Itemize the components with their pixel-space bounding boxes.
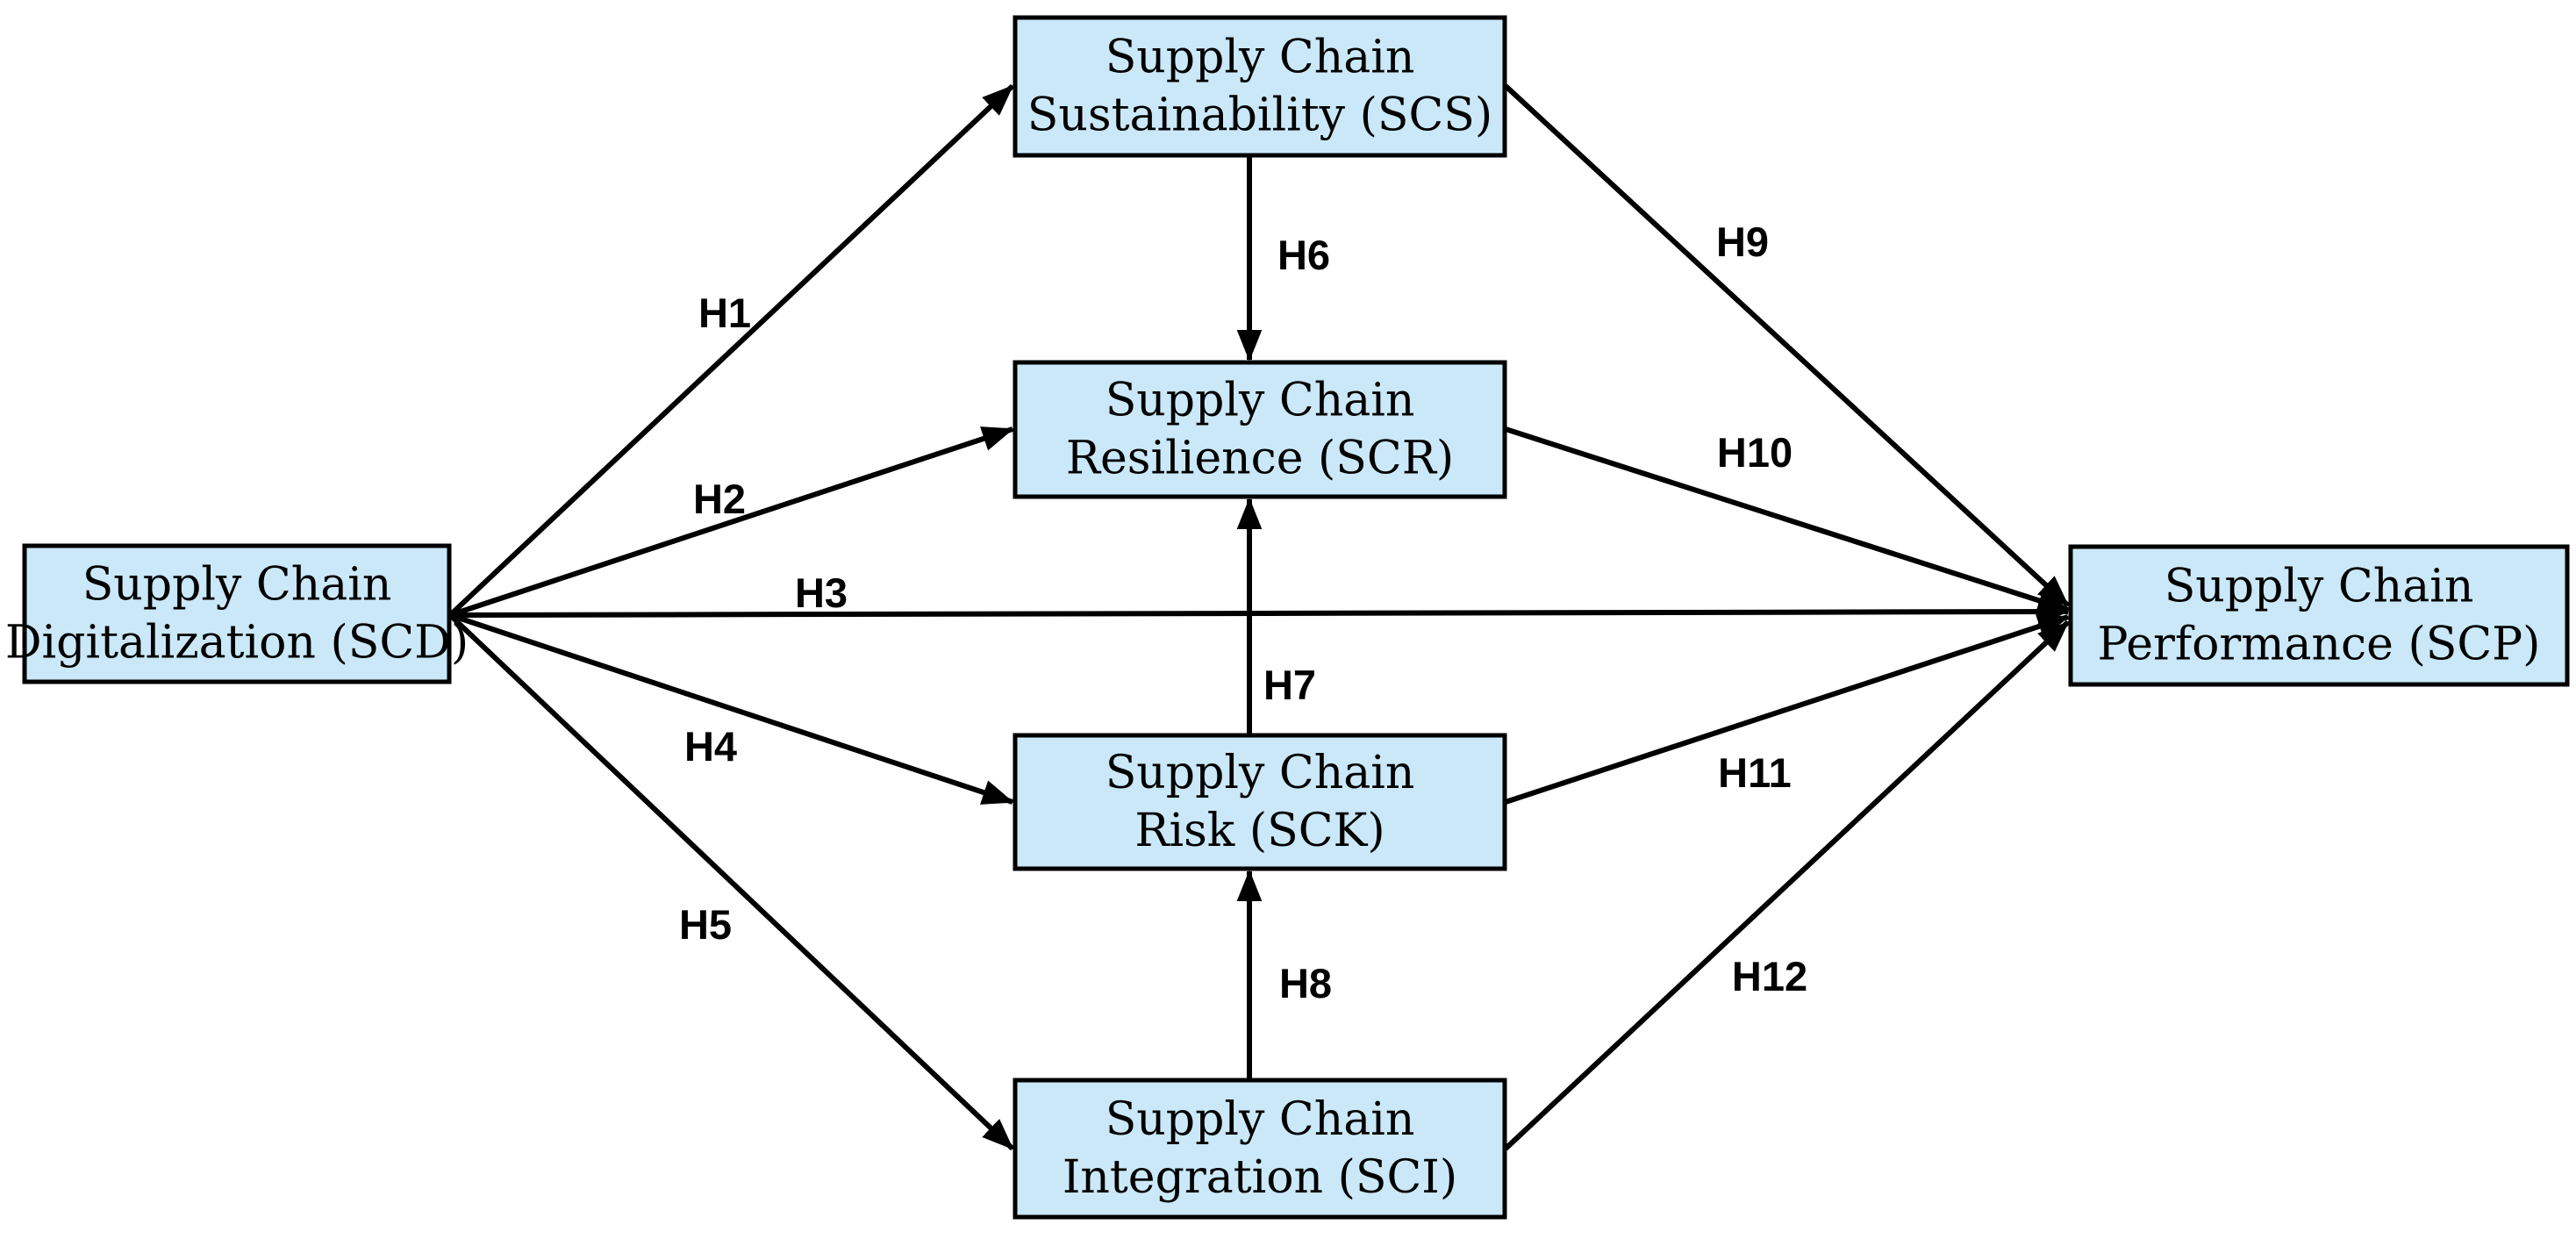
node-scp-box xyxy=(2068,544,2570,687)
edge-label-h10: H10 xyxy=(1717,429,1792,476)
edge-label-h3: H3 xyxy=(795,569,848,616)
edge-h10-arrow xyxy=(1505,426,2070,613)
edge-h3-arrow xyxy=(449,598,2070,625)
edge-label-h6: H6 xyxy=(1277,232,1330,278)
edge-h9-arrow xyxy=(1503,83,2071,608)
edge-label-h8: H8 xyxy=(1279,960,1332,1006)
node-scd-box xyxy=(22,543,452,684)
edge-label-h12: H12 xyxy=(1732,953,1807,999)
edge-label-h9: H9 xyxy=(1716,218,1769,265)
edge-label-h11: H11 xyxy=(1718,749,1792,796)
edge-h2-arrow xyxy=(449,426,1014,618)
node-sci-box xyxy=(1013,1078,1507,1220)
edge-h4-arrow xyxy=(449,612,1014,805)
edge-label-h1: H1 xyxy=(698,290,751,336)
edge-h5-arrow xyxy=(447,612,1015,1151)
edge-h11-arrow xyxy=(1505,614,2070,805)
edge-label-h4: H4 xyxy=(684,723,737,770)
edges-layer xyxy=(447,83,2071,1151)
edge-label-h5: H5 xyxy=(679,901,732,948)
edge-h1-arrow xyxy=(447,83,1015,618)
edge-label-h7: H7 xyxy=(1263,662,1316,708)
node-sck-box xyxy=(1013,733,1507,871)
edge-label-h2: H2 xyxy=(693,476,746,522)
node-scs-box xyxy=(1013,15,1507,158)
edge-h12-arrow xyxy=(1503,620,2071,1151)
node-scr-box xyxy=(1013,360,1507,499)
